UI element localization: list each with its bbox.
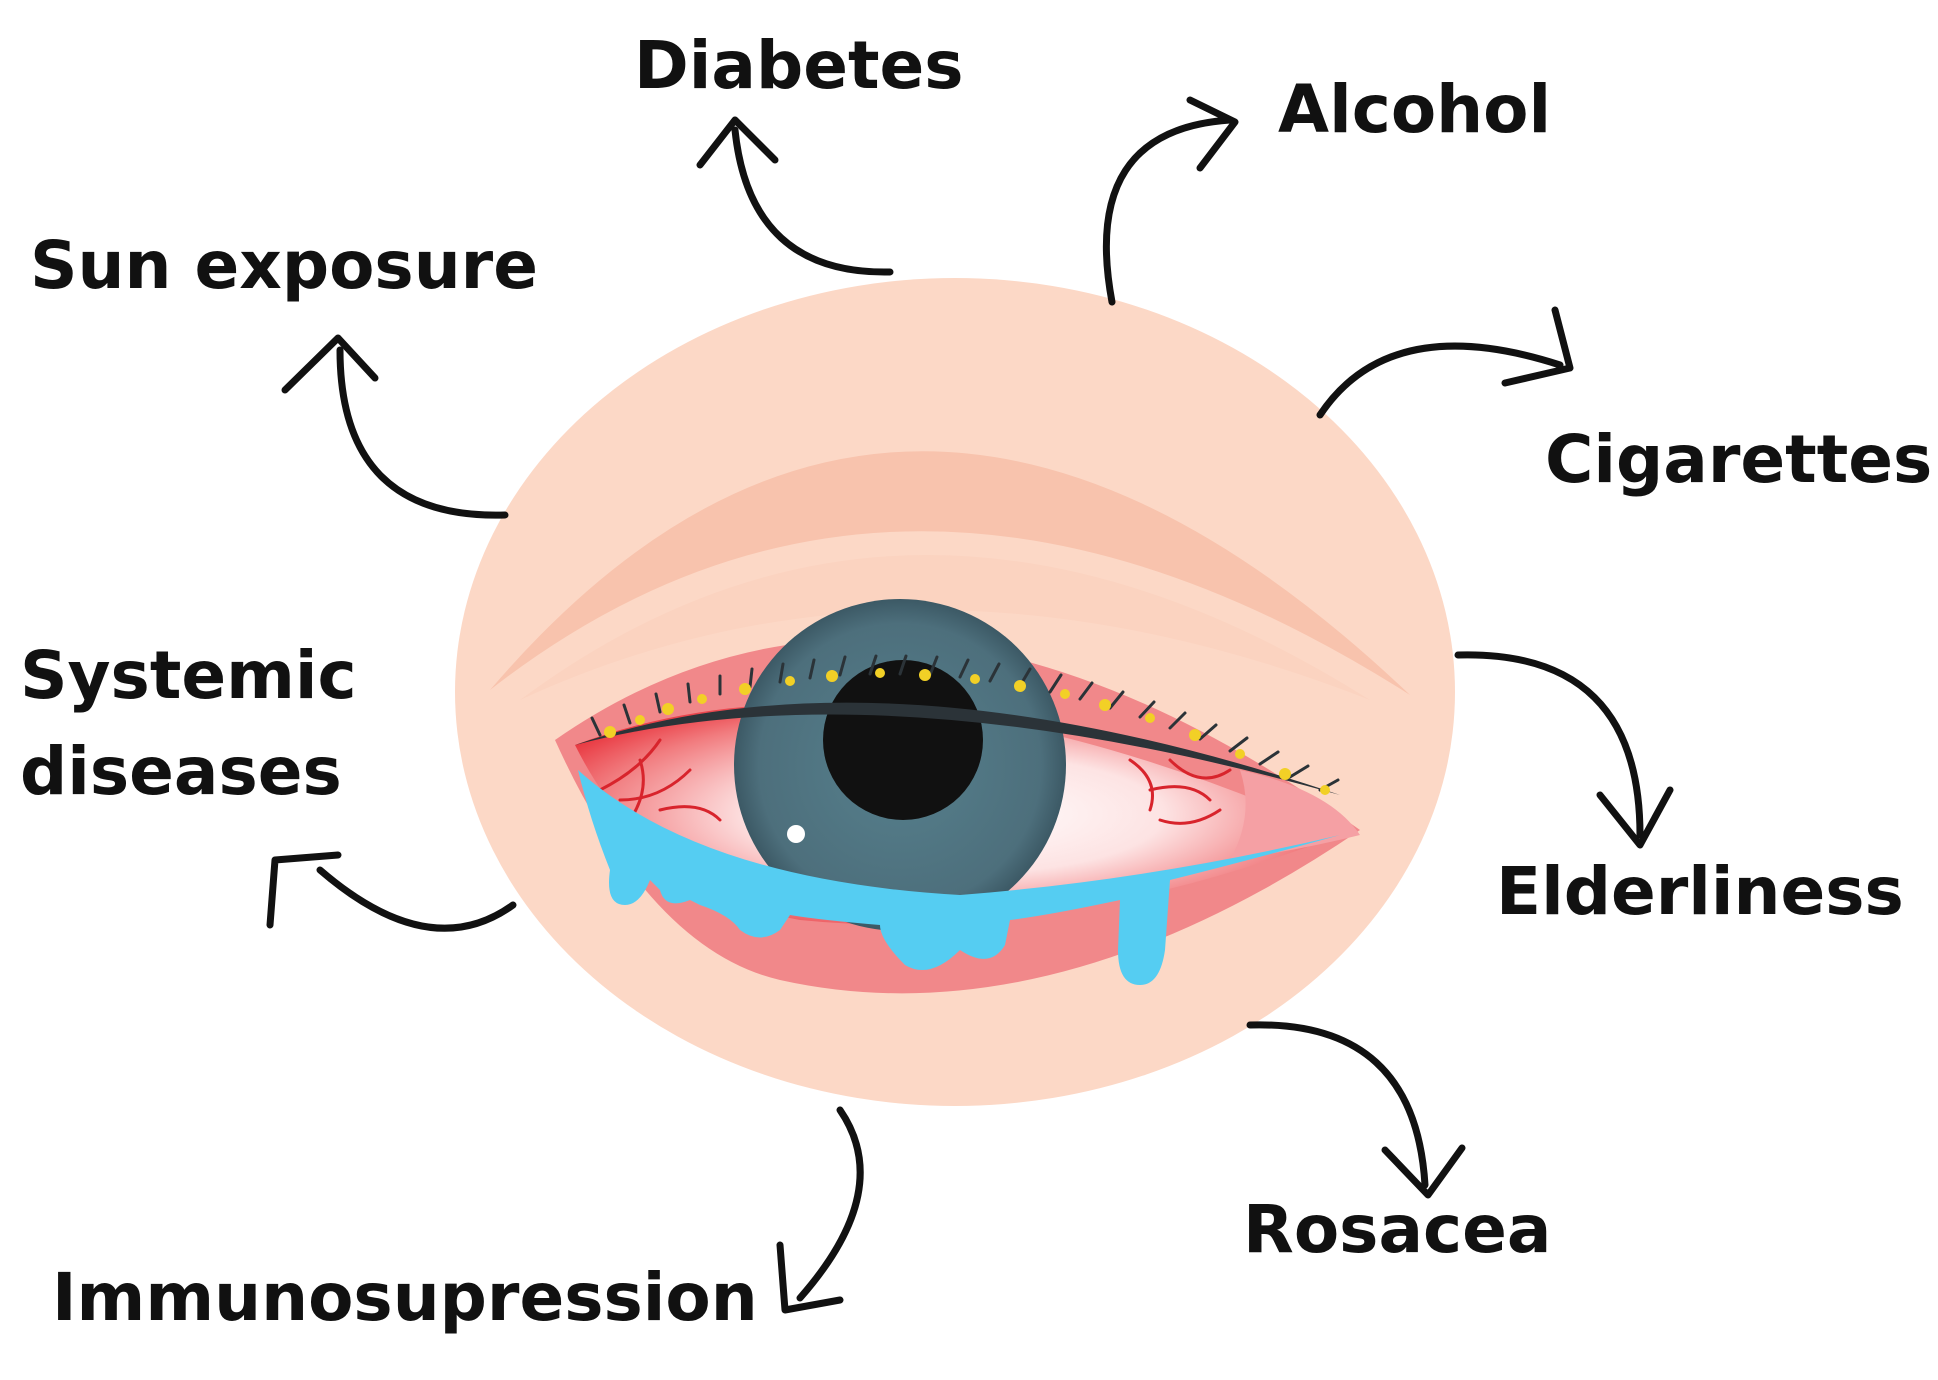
caruncle: [1230, 770, 1360, 860]
eye-highlight: [787, 825, 805, 843]
curved-arrow-icon: [281, 334, 509, 519]
tears: [578, 770, 1340, 985]
pupil: [823, 660, 983, 820]
curved-arrow-icon: [1316, 306, 1574, 419]
blood-vessels: [598, 738, 1232, 825]
factor-label-alcohol: Alcohol: [1278, 71, 1552, 148]
eyelid-crease-inner: [520, 555, 1370, 700]
factor-label-rosacea: Rosacea: [1243, 1191, 1552, 1268]
curved-arrow-icon: [776, 1106, 864, 1314]
eyelid-crust: [604, 668, 1330, 795]
eyelashes: [590, 654, 1340, 792]
curved-arrow-icon: [1454, 651, 1674, 849]
factor-label-systemic-line2: diseases: [20, 733, 342, 810]
factor-label-elderliness: Elderliness: [1496, 853, 1904, 930]
factor-label-cigarettes: Cigarettes: [1545, 421, 1933, 498]
curved-arrow-icon: [1102, 96, 1239, 306]
factor-label-systemic-diseases: Systemic diseases: [20, 628, 480, 820]
factor-label-immunosuppression: Immunosupression: [52, 1259, 758, 1336]
factor-label-diabetes: Diabetes: [634, 27, 964, 104]
curved-arrow-icon: [266, 851, 517, 932]
eyelid-crease-outer: [490, 451, 1410, 695]
curved-arrow-icon: [696, 116, 894, 276]
factor-label-sun-exposure: Sun exposure: [30, 227, 538, 304]
factor-label-systemic-line1: Systemic: [20, 637, 357, 714]
curved-arrow-icon: [1246, 1021, 1466, 1199]
